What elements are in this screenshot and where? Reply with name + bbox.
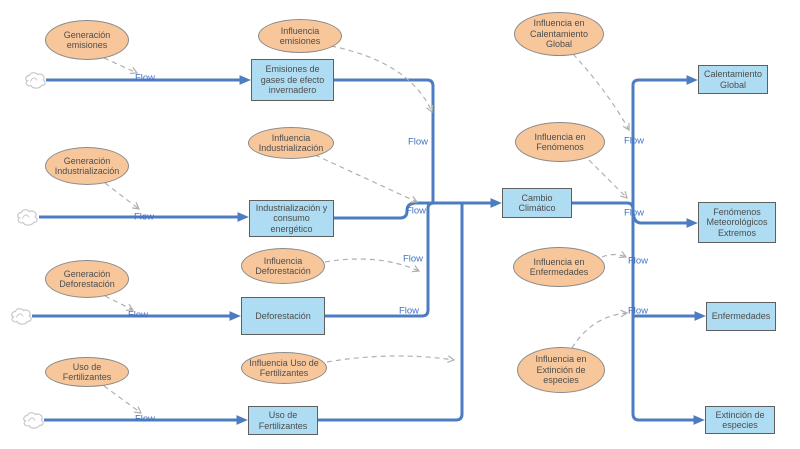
flow-label[interactable]: Flow bbox=[627, 255, 649, 267]
variable-influencia-extincion[interactable]: Influencia en Extinción de especies bbox=[517, 347, 605, 393]
variable-label: Influencia Uso de Fertilizantes bbox=[249, 357, 319, 379]
variable-influencia-enfermedades[interactable]: Influencia en Enfermedades bbox=[513, 247, 605, 287]
influence-link-influencia-enfermedades[interactable] bbox=[601, 250, 628, 259]
cloud-source-icon[interactable] bbox=[11, 308, 32, 325]
influence-link-influencia-fenomenos[interactable] bbox=[588, 159, 628, 199]
variable-label: Influencia en Calentamiento Global bbox=[529, 18, 589, 50]
variable-influencia-uso-fertilizantes[interactable]: Influencia Uso de Fertilizantes bbox=[241, 352, 327, 384]
influence-link-influencia-extincion[interactable] bbox=[571, 309, 629, 349]
stock-uso-fertilizantes[interactable]: Uso de Fertilizantes bbox=[248, 406, 318, 435]
stock-label: Cambio Climático bbox=[518, 192, 556, 214]
flow-label[interactable]: Flow bbox=[134, 72, 156, 84]
influence-link-generacion-deforestacion[interactable] bbox=[104, 295, 135, 311]
variable-label: Influencia en Fenómenos bbox=[534, 131, 586, 153]
influence-link-influencia-calentamiento[interactable] bbox=[572, 53, 630, 132]
stock-label: Uso de Fertilizantes bbox=[258, 410, 308, 431]
variable-influencia-emisiones[interactable]: Influencia emisiones bbox=[258, 19, 342, 53]
influence-link-generacion-industrializacion[interactable] bbox=[104, 182, 141, 210]
stock-deforestacion[interactable]: Deforestación bbox=[241, 297, 325, 335]
variable-label: Influencia en Extinción de especies bbox=[535, 354, 587, 386]
flow-label[interactable]: Flow bbox=[407, 136, 429, 148]
flow-label[interactable]: Flow bbox=[398, 305, 420, 317]
variable-generacion-emisiones[interactable]: Generación emisiones bbox=[45, 20, 129, 60]
variable-label: Generación Deforestación bbox=[59, 268, 115, 290]
stock-industrializacion[interactable]: Industrialización y consumo energético bbox=[249, 200, 334, 237]
flow-label[interactable]: Flow bbox=[627, 305, 649, 317]
influence-link-influencia-deforestacion[interactable] bbox=[324, 258, 421, 273]
flow-line-fertilizantes-out[interactable] bbox=[318, 203, 464, 422]
flow-label[interactable]: Flow bbox=[623, 207, 645, 219]
variable-label: Influencia Deforestación bbox=[255, 255, 311, 277]
variable-label: Generación emisiones bbox=[63, 29, 111, 51]
stock-emisiones[interactable]: Emisiones de gases de efecto invernadero bbox=[251, 59, 334, 101]
variable-label: Influencia en Enfermedades bbox=[529, 256, 589, 278]
stock-label: Enfermedades bbox=[711, 311, 771, 322]
flow-line-calentamiento[interactable] bbox=[631, 75, 698, 209]
stock-label: Fenómenos Meteorológicos Extremos bbox=[706, 206, 768, 238]
variable-influencia-fenomenos[interactable]: Influencia en Fenómenos bbox=[515, 122, 605, 162]
stock-label: Industrialización y consumo energético bbox=[255, 202, 328, 234]
flow-label[interactable]: Flow bbox=[623, 135, 645, 147]
variable-influencia-deforestacion[interactable]: Influencia Deforestación bbox=[241, 248, 325, 284]
variable-generacion-deforestacion[interactable]: Generación Deforestación bbox=[45, 260, 129, 298]
flow-line-emisiones-out[interactable] bbox=[334, 78, 435, 203]
stock-label: Emisiones de gases de efecto invernadero bbox=[260, 64, 325, 96]
influence-link-influencia-uso-fertilizantes[interactable] bbox=[326, 355, 456, 364]
flow-label[interactable]: Flow bbox=[405, 205, 427, 217]
stock-label: Deforestación bbox=[255, 310, 311, 321]
cloud-source-icon[interactable] bbox=[23, 412, 44, 429]
variable-label: Uso de Fertilizantes bbox=[62, 361, 112, 383]
flow-label[interactable]: Flow bbox=[133, 211, 155, 223]
stock-calentamiento-global[interactable]: Calentamiento Global bbox=[698, 65, 768, 94]
variable-label: Influencia Industrialización bbox=[258, 132, 324, 154]
stock-extincion[interactable]: Extinción de especies bbox=[705, 406, 775, 434]
variable-influencia-calentamiento[interactable]: Influencia en Calentamiento Global bbox=[514, 12, 604, 56]
influence-link-influencia-industrializacion[interactable] bbox=[314, 154, 419, 204]
variable-influencia-industrializacion[interactable]: Influencia Industrialización bbox=[248, 127, 334, 159]
variable-generacion-industrializacion[interactable]: Generación Industrialización bbox=[45, 147, 129, 185]
variable-label: Generación Industrialización bbox=[54, 155, 120, 177]
stock-enfermedades[interactable]: Enfermedades bbox=[706, 302, 776, 331]
stock-label: Extinción de especies bbox=[715, 409, 765, 431]
flow-label[interactable]: Flow bbox=[127, 309, 149, 321]
stock-label: Calentamiento Global bbox=[703, 69, 763, 90]
flow-label[interactable]: Flow bbox=[402, 253, 424, 265]
influence-link-generacion-emisiones[interactable] bbox=[103, 57, 139, 75]
variable-uso-fertilizantes[interactable]: Uso de Fertilizantes bbox=[45, 357, 129, 387]
stock-fenomenos[interactable]: Fenómenos Meteorológicos Extremos bbox=[698, 202, 776, 243]
stock-cambio-climatico[interactable]: Cambio Climático bbox=[502, 188, 572, 218]
variable-label: Influencia emisiones bbox=[279, 25, 321, 47]
flow-line-industrializacion-out[interactable] bbox=[334, 202, 415, 220]
cloud-source-icon[interactable] bbox=[25, 72, 46, 89]
influence-link-uso-fertilizantes[interactable] bbox=[103, 385, 143, 414]
cloud-source-icon[interactable] bbox=[17, 209, 38, 226]
flow-line-extincion[interactable] bbox=[631, 209, 705, 425]
flow-label[interactable]: Flow bbox=[134, 413, 156, 425]
